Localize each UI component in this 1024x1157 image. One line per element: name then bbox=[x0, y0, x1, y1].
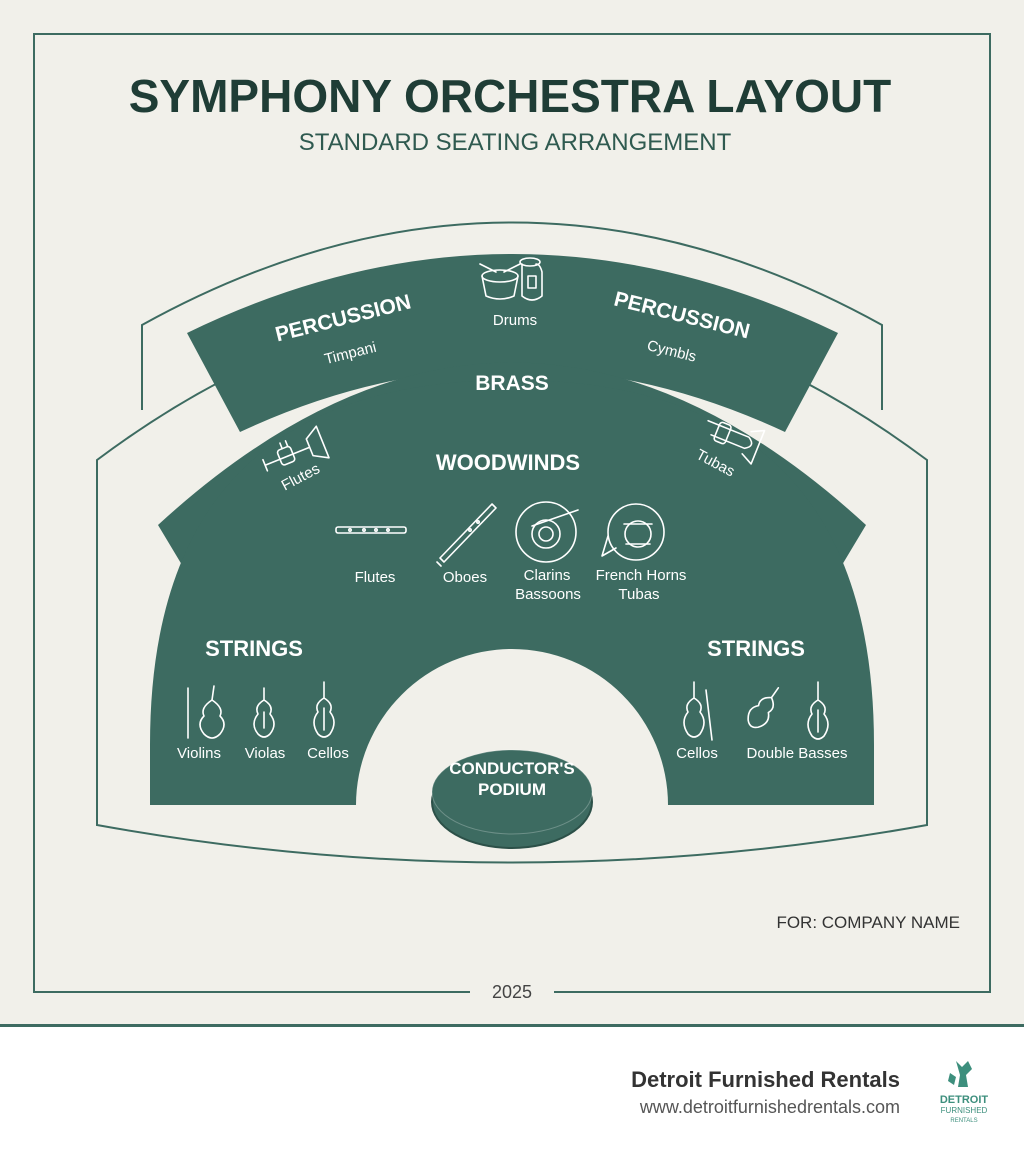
strings-violas: Violas bbox=[245, 745, 286, 762]
violin-icon-right bbox=[747, 686, 780, 729]
woodwind-oboes: Oboes bbox=[443, 569, 487, 586]
drum-icon bbox=[479, 263, 521, 300]
strings-woodwinds-section bbox=[150, 380, 874, 805]
podium-label-line1: CONDUCTOR'S bbox=[449, 759, 575, 778]
footer-text: Detroit Furnished Rentals www.detroitfur… bbox=[631, 1067, 900, 1118]
woodwinds-label: WOODWINDS bbox=[436, 450, 580, 475]
outer-frame bbox=[33, 33, 991, 993]
oboe-icon bbox=[436, 503, 497, 567]
percussion-section bbox=[187, 254, 838, 432]
strings-double-basses: Double Basses bbox=[747, 745, 848, 762]
page-title: SYMPHONY ORCHESTRA LAYOUT bbox=[129, 70, 892, 122]
brand-name: Detroit Furnished Rentals bbox=[631, 1067, 900, 1092]
percussion-center-sub: Drums bbox=[493, 312, 537, 329]
orchestra-diagram: SYMPHONY ORCHESTRA LAYOUT STANDARD SEATI… bbox=[33, 33, 991, 1002]
cello-icon bbox=[313, 681, 335, 738]
woodwind-clarins: Clarins bbox=[524, 567, 571, 584]
double-bass-icon bbox=[807, 681, 829, 740]
trombone-icon bbox=[707, 419, 766, 465]
conductor-podium: CONDUCTOR'S PODIUM bbox=[431, 749, 593, 849]
brand-url[interactable]: www.detroitfurnishedrentals.com bbox=[639, 1097, 900, 1117]
brass-label: BRASS bbox=[475, 372, 549, 395]
svg-text:DETROIT: DETROIT bbox=[940, 1094, 989, 1106]
svg-text:FURNISHED: FURNISHED bbox=[941, 1106, 988, 1115]
woodwind-bassoons: Bassoons bbox=[515, 586, 581, 603]
svg-text:RENTALS: RENTALS bbox=[950, 1118, 977, 1124]
strings-cellos-right: Cellos bbox=[676, 745, 718, 762]
woodwind-tubas: Tubas bbox=[618, 586, 659, 603]
detroit-furnished-logo: DETROIT FURNISHED RENTALS bbox=[940, 1061, 989, 1124]
woodwind-flutes: Flutes bbox=[355, 569, 396, 586]
strings-left-label: STRINGS bbox=[205, 636, 303, 661]
strings-right-label: STRINGS bbox=[707, 636, 805, 661]
page-subtitle: STANDARD SEATING ARRANGEMENT bbox=[299, 129, 732, 156]
french-horn-icon bbox=[601, 503, 665, 561]
woodwind-french-horns: French Horns bbox=[596, 567, 687, 584]
strings-violins: Violins bbox=[177, 745, 221, 762]
clarinet-icon bbox=[515, 501, 579, 563]
footer: Detroit Furnished Rentals www.detroitfur… bbox=[0, 1024, 1024, 1157]
viola-icon bbox=[253, 687, 275, 738]
for-company-label: FOR: COMPANY NAME bbox=[776, 913, 960, 932]
strings-cellos-left: Cellos bbox=[307, 745, 349, 762]
year-label: 2025 bbox=[492, 982, 532, 1002]
violin-icon bbox=[187, 685, 225, 739]
stage-outline-upper bbox=[141, 221, 883, 410]
tuba-icon bbox=[519, 257, 543, 301]
trumpet-icon bbox=[262, 425, 330, 472]
cello-icon-right bbox=[683, 681, 713, 741]
podium-label-line2: PODIUM bbox=[478, 780, 546, 799]
flute-icon bbox=[335, 526, 407, 534]
